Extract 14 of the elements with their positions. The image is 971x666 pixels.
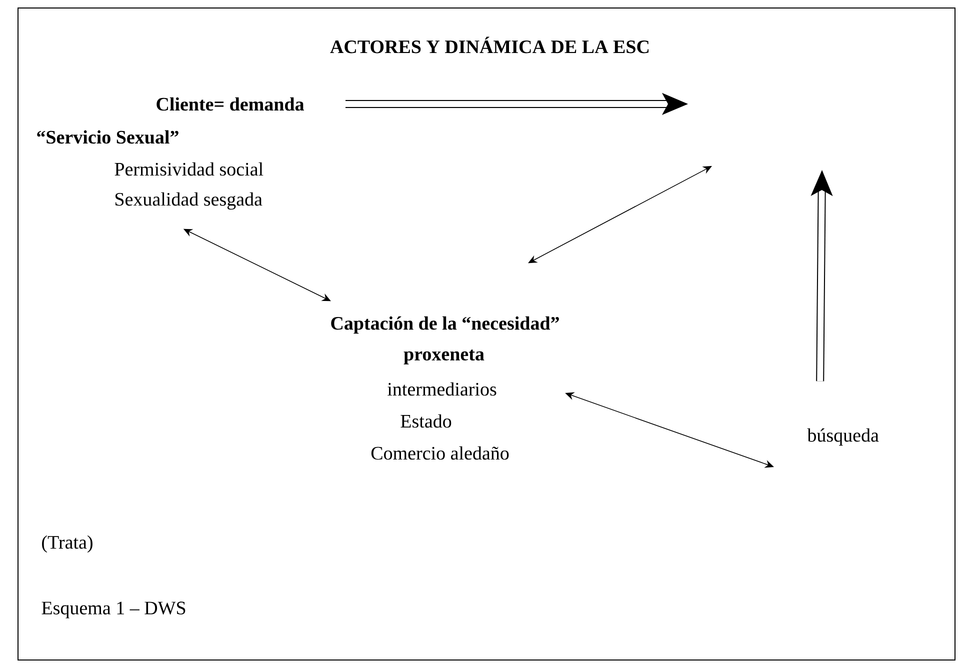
- node-text: Cliente= demanda: [156, 97, 304, 111]
- node-text: Captación de la “necesidad”: [331, 316, 559, 334]
- node-text: Comercio aledaño: [371, 446, 509, 460]
- node-text: búsqueda: [807, 428, 879, 446]
- node-text: Estado: [400, 414, 452, 428]
- node-text: proxeneta: [404, 350, 484, 364]
- node-text: Sexualidad sesgada: [115, 192, 262, 210]
- node-text: Permisividad social: [114, 162, 264, 176]
- title: ACTORES Y DINÁMICA DE LA ESC: [330, 36, 649, 54]
- node-text: intermediarios: [388, 382, 496, 396]
- node-text: “Servicio Sexual”: [37, 130, 178, 144]
- note: (Trata): [42, 535, 92, 553]
- arrow: [528, 166, 712, 264]
- note: Esquema 1 – DWS: [42, 602, 186, 618]
